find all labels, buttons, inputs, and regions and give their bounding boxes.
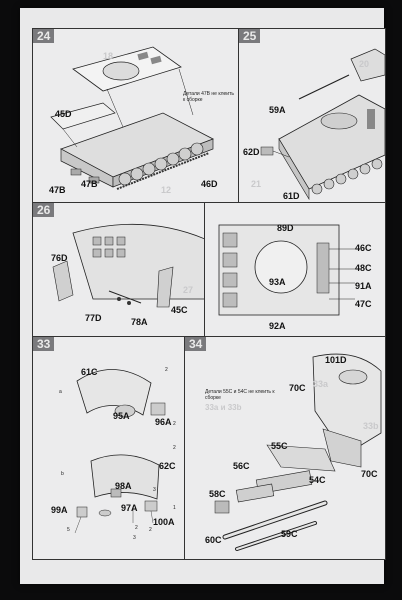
part-label: 62D (243, 147, 260, 157)
callout: 1 (173, 505, 176, 511)
step-number: 34 (185, 337, 207, 351)
step-25-panel: 25 20 21 59A 62D 61D (238, 28, 386, 204)
step-number: 25 (239, 29, 261, 43)
part-label: 47C (355, 299, 372, 309)
callout: 2 (173, 421, 176, 427)
ghost-ref: 33b (363, 421, 379, 431)
part-label: 60C (205, 535, 222, 545)
step-number: 26 (33, 203, 55, 217)
hull-top-view-drawing (218, 224, 355, 316)
callout: 3 (133, 535, 136, 541)
part-label: 97A (121, 503, 138, 513)
part-label: 89D (277, 223, 294, 233)
part-label: 70C (361, 469, 378, 479)
step-number: 24 (33, 29, 55, 43)
part-label: 56C (233, 461, 250, 471)
part-label: 45D (55, 109, 72, 119)
ghost-ref: 12 (161, 185, 172, 195)
callout: b (61, 471, 64, 477)
part-label: 61D (283, 191, 300, 201)
step-34-panel: 34 Детали 55C и 54C не клеить к сборке 3… (184, 336, 386, 560)
part-label: 59A (269, 105, 286, 115)
ghost-ref: 33a и 33b (205, 403, 242, 412)
callout: 2 (149, 527, 152, 533)
part-label: 47B (49, 185, 66, 195)
part-label: 101D (325, 355, 347, 365)
step-27-panel: 89D 93A 46C 48C 91A 47C 92A (204, 202, 386, 338)
step-number: 33 (33, 337, 55, 351)
instruction-sheet: 24 (20, 8, 386, 584)
ghost-ref: 18 (103, 51, 114, 61)
part-label: 46C (355, 243, 372, 253)
step-26-panel: 26 27 76D 77D 78A 45C (32, 202, 206, 338)
part-label: 55C (271, 441, 288, 451)
step-24-panel: 24 (32, 28, 240, 204)
part-label: 54C (309, 475, 326, 485)
callout: 5 (67, 527, 70, 533)
part-label: 76D (51, 253, 68, 263)
part-label: 58C (209, 489, 226, 499)
part-label: 70C (289, 383, 306, 393)
ghost-ref: 21 (251, 179, 262, 189)
part-label: 46D (201, 179, 218, 189)
hull-deck-drawing (50, 46, 214, 190)
step-33-panel: 33 61C 95A 96A 62C 98A 97A 99A 100A 2 a … (32, 336, 186, 560)
callout: a (59, 389, 62, 395)
part-label: 99A (51, 505, 68, 515)
part-label: 96A (155, 417, 172, 427)
part-label: 47B (81, 179, 98, 189)
callout: 2 (165, 367, 168, 373)
ghost-ref: 27 (183, 285, 194, 295)
gun-assembly-drawing (214, 353, 382, 551)
callout: 2 (173, 445, 176, 451)
part-label: 45C (171, 305, 188, 315)
assembly-note: Детали 47B не клеить к сборке (183, 91, 234, 103)
ghost-ref: 20 (359, 59, 370, 69)
part-label: 91A (355, 281, 372, 291)
callout: 3 (153, 487, 156, 493)
ghost-ref: 33a (313, 379, 329, 389)
part-label: 100A (153, 517, 175, 527)
mantlet-parts-drawing (74, 369, 166, 534)
part-label: 93A (269, 277, 286, 287)
part-label: 98A (115, 481, 132, 491)
part-label: 62C (159, 461, 176, 471)
callout: 2 (135, 525, 138, 531)
part-label: 48C (355, 263, 372, 273)
hull-rear-drawing (260, 48, 385, 201)
part-label: 61C (81, 367, 98, 377)
part-label: 78A (131, 317, 148, 327)
part-label: 92A (269, 321, 286, 331)
assembly-note: Детали 55C и 54C не клеить к сборке (205, 389, 275, 401)
part-label: 77D (85, 313, 102, 323)
part-label: 95A (113, 411, 130, 421)
hull-side-drawing (52, 223, 205, 308)
part-label: 59C (281, 529, 298, 539)
